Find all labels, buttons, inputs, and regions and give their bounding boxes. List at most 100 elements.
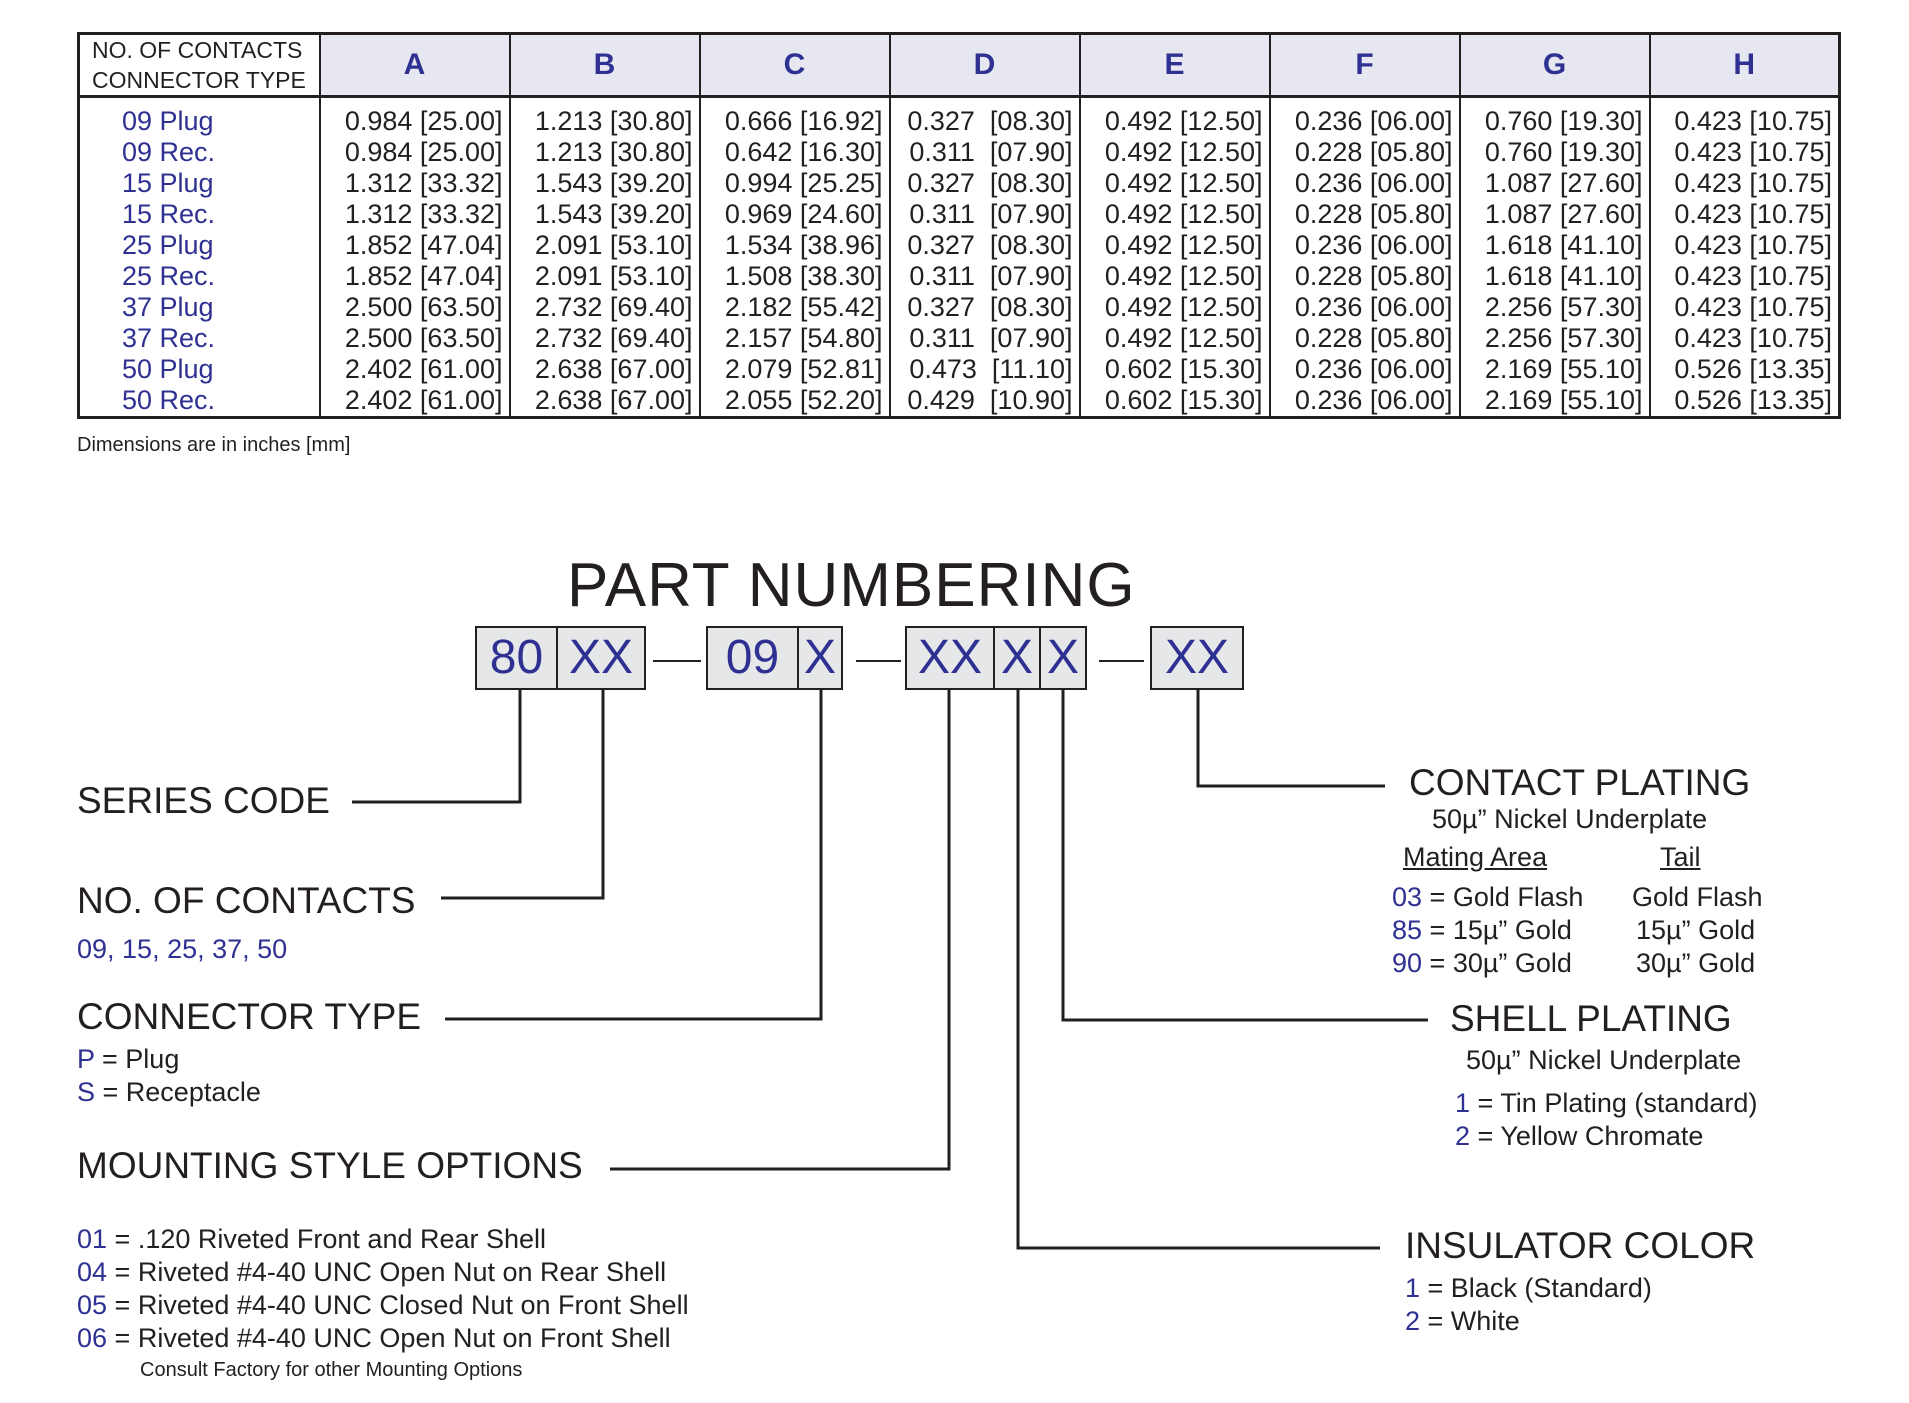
shell-plating-subtitle: 50µ” Nickel Underplate	[1466, 1045, 1742, 1075]
table-cell-f: 0.236 [06.00]	[1268, 168, 1461, 199]
table-cell-f: 0.228 [05.80]	[1268, 323, 1461, 354]
option-code: 04	[77, 1257, 108, 1287]
table-cell-b: 2.638 [67.00]	[508, 354, 701, 385]
table-cell-f: 0.236 [06.00]	[1268, 354, 1461, 385]
pn-box-plating: XX	[1150, 626, 1244, 690]
option-code: 03	[1392, 882, 1423, 912]
table-row: 09 Rec.0.984 [25.00]1.213 [30.80]0.642 […	[77, 137, 1841, 168]
table-cell-f: 0.236 [06.00]	[1268, 96, 1461, 137]
table-cell-g: 2.256 [57.30]	[1458, 292, 1651, 323]
table-cell-d: 0.327 [08.30]	[888, 230, 1081, 261]
column-header-d: D	[888, 32, 1081, 98]
pn-box-mounting: XX	[905, 626, 995, 690]
option-code: 85	[1392, 915, 1423, 945]
table-cell-a: 2.500 [63.50]	[318, 323, 511, 354]
insulator-color-label: INSULATOR COLOR	[1405, 1225, 1756, 1266]
option-code: 2	[1455, 1121, 1471, 1151]
table-cell-c: 0.994 [25.25]	[698, 168, 891, 199]
table-cell-b: 2.732 [69.40]	[508, 292, 701, 323]
table-cell-c: 2.157 [54.80]	[698, 323, 891, 354]
table-row: 37 Rec.2.500 [63.50]2.732 [69.40]2.157 […	[77, 323, 1841, 354]
table-cell-e: 0.492 [12.50]	[1078, 137, 1271, 168]
table-cell-d: 0.473 [11.10]	[888, 354, 1081, 385]
table-cell-h: 0.423 [10.75]	[1648, 137, 1841, 168]
table-cell-b: 1.543 [39.20]	[508, 168, 701, 199]
option-code: 90	[1392, 948, 1423, 978]
table-cell-b: 1.213 [30.80]	[508, 96, 701, 137]
table-cell-g: 2.256 [57.30]	[1458, 323, 1651, 354]
contact-plating-tail: 30µ” Gold	[1636, 948, 1756, 978]
option-text: = Riveted #4-40 UNC Open Nut on Front Sh…	[107, 1323, 671, 1353]
table-cell-f: 0.228 [05.80]	[1268, 137, 1461, 168]
mounting-label: MOUNTING STYLE OPTIONS	[77, 1145, 583, 1186]
table-cell-g: 1.618 [41.10]	[1458, 230, 1651, 261]
pn-box-size: 09	[706, 626, 799, 690]
table-row: 25 Rec.1.852 [47.04]2.091 [53.10]1.508 […	[77, 261, 1841, 292]
table-cell-e: 0.492 [12.50]	[1078, 168, 1271, 199]
series-code-label: SERIES CODE	[77, 780, 330, 821]
option-code: 05	[77, 1290, 108, 1320]
table-cell-d: 0.327 [08.30]	[888, 292, 1081, 323]
table-cell-a: 1.312 [33.32]	[318, 199, 511, 230]
option-code: 1	[1455, 1088, 1471, 1118]
table-cell-h: 0.526 [13.35]	[1648, 385, 1841, 418]
table-cell-b: 2.091 [53.10]	[508, 230, 701, 261]
table-cell-e: 0.602 [15.30]	[1078, 385, 1271, 418]
table-cell-b: 1.543 [39.20]	[508, 199, 701, 230]
table-cell-b: 2.638 [67.00]	[508, 385, 701, 418]
option-code: 1	[1405, 1273, 1421, 1303]
table-cell-h: 0.526 [13.35]	[1648, 354, 1841, 385]
contact-plating-tail: Gold Flash	[1632, 882, 1763, 912]
pn-box-contacts: XX	[556, 626, 646, 690]
mounting-option: 01 = .120 Riveted Front and Rear Shell	[77, 1224, 546, 1255]
table-cell-a: 1.312 [33.32]	[318, 168, 511, 199]
leader-line-contacts	[441, 690, 605, 900]
part-numbering-title: PART NUMBERING	[567, 551, 1136, 620]
table-cell-f: 0.236 [06.00]	[1268, 230, 1461, 261]
option-code: P	[77, 1044, 95, 1074]
table-cell-g: 2.169 [55.10]	[1458, 385, 1651, 418]
shell-plating-option: 1 = Tin Plating (standard)	[1455, 1088, 1757, 1119]
table-cell-h: 0.423 [10.75]	[1648, 323, 1841, 354]
mounting-footnote: Consult Factory for other Mounting Optio…	[140, 1359, 523, 1381]
row-connector-type: 25 Rec.	[77, 261, 321, 292]
option-text: = Receptacle	[95, 1077, 261, 1107]
table-row: 15 Rec.1.312 [33.32]1.543 [39.20]0.969 […	[77, 199, 1841, 230]
table-cell-a: 0.984 [25.00]	[318, 137, 511, 168]
column-header-g: G	[1458, 32, 1651, 98]
table-cell-g: 0.760 [19.30]	[1458, 137, 1651, 168]
table-cell-d: 0.327 [08.30]	[888, 96, 1081, 137]
connector-type-option: S = Receptacle	[77, 1077, 261, 1108]
contacts-label: NO. OF CONTACTS	[77, 880, 416, 921]
option-text: = 15µ” Gold	[1422, 915, 1572, 945]
option-text: = 30µ” Gold	[1422, 948, 1572, 978]
table-cell-a: 2.402 [61.00]	[318, 385, 511, 418]
tail-header: Tail	[1660, 842, 1701, 872]
table-cell-c: 2.182 [55.42]	[698, 292, 891, 323]
table-cell-c: 1.534 [38.96]	[698, 230, 891, 261]
column-header-b: B	[508, 32, 701, 98]
option-text: = Tin Plating (standard)	[1470, 1088, 1758, 1118]
insulator-color-option: 1 = Black (Standard)	[1405, 1273, 1652, 1304]
option-text: = Riveted #4-40 UNC Closed Nut on Front …	[107, 1290, 689, 1320]
table-cell-a: 2.402 [61.00]	[318, 354, 511, 385]
table-cell-d: 0.311 [07.90]	[888, 199, 1081, 230]
table-cell-e: 0.492 [12.50]	[1078, 261, 1271, 292]
leader-line-shell	[1061, 690, 1428, 1022]
header-corner-cell: NO. OF CONTACTS CONNECTOR TYPE	[77, 32, 321, 98]
dimension-table: NO. OF CONTACTS CONNECTOR TYPE A B C D E…	[77, 32, 1841, 419]
table-cell-b: 2.732 [69.40]	[508, 323, 701, 354]
row-connector-type: 15 Plug	[77, 168, 321, 199]
table-cell-d: 0.311 [07.90]	[888, 323, 1081, 354]
option-text: = White	[1420, 1306, 1520, 1336]
table-cell-b: 2.091 [53.10]	[508, 261, 701, 292]
shell-plating-label: SHELL PLATING	[1450, 998, 1732, 1039]
leader-line-mounting	[610, 690, 951, 1171]
row-connector-type: 37 Rec.	[77, 323, 321, 354]
table-cell-b: 1.213 [30.80]	[508, 137, 701, 168]
table-cell-e: 0.492 [12.50]	[1078, 292, 1271, 323]
table-cell-g: 2.169 [55.10]	[1458, 354, 1651, 385]
